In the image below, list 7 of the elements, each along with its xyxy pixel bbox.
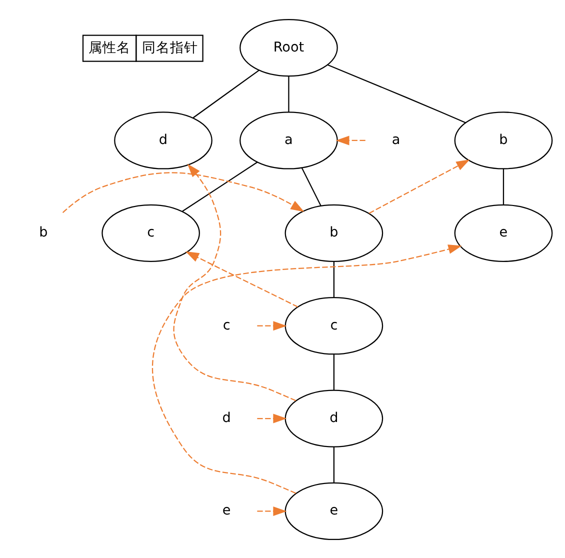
- node-text: d: [222, 410, 231, 426]
- node-text: b: [39, 224, 48, 240]
- node-text: e: [222, 502, 231, 518]
- label: 同名指针: [142, 39, 198, 56]
- node-text: c: [222, 316, 230, 333]
- node-text: a: [392, 131, 400, 148]
- label: 属性名: [88, 39, 131, 56]
